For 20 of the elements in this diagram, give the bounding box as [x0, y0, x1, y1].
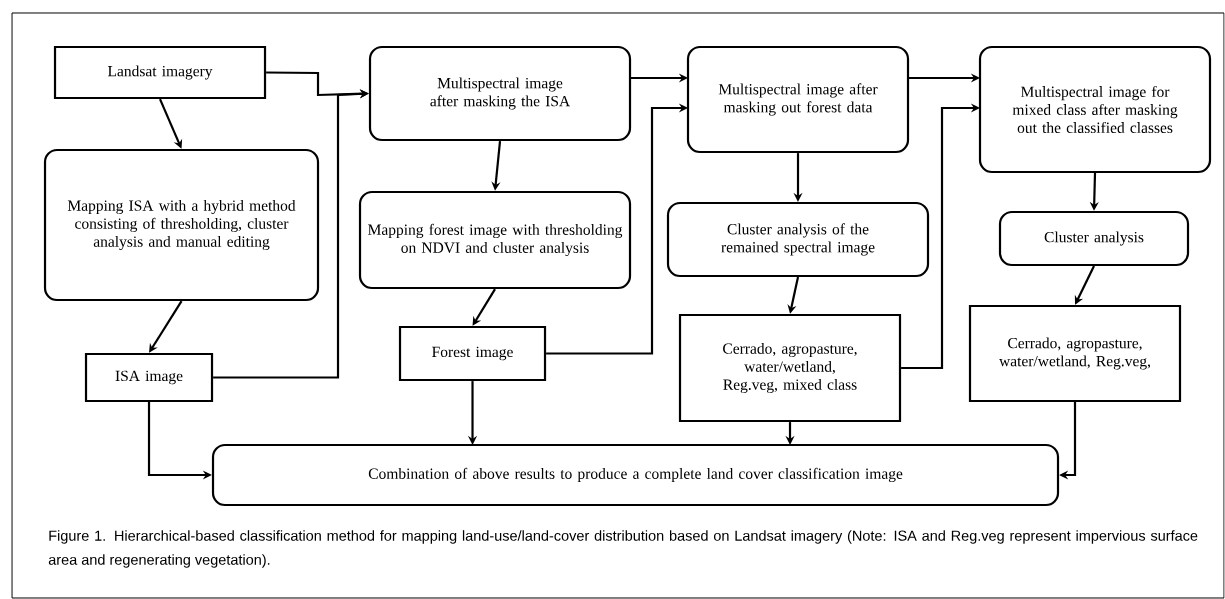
rounded-box: Multispectral image after masking the ISA [368, 45, 632, 142]
rounded-box: Multispectral image for mixed class after masking out the classified classes [978, 45, 1212, 174]
process-box: Landsat imagery [53, 45, 267, 100]
rounded-box: Combination of above results to produce a complete land cover classification image [211, 443, 1060, 507]
caption: Figure 1. Hierarchical-based classification method for mapping land-use/land-cover distribution based on Landsat imagery (Note: ISA and Reg.veg represent impervious surface area and regenerating vegetation). [48, 530, 1198, 568]
process-box: Forest image [398, 325, 547, 382]
arrow [149, 300, 183, 353]
rounded-box: Multispectral image after masking out forest data [686, 45, 910, 154]
arrow [472, 288, 496, 326]
rounded-box: Cluster analysis of the remained spectral image [666, 201, 930, 278]
arrow [546, 103, 688, 355]
arrow [901, 103, 980, 370]
arrow [1074, 265, 1095, 305]
rounded-box: Mapping forest image with thresholding on NDVI and cluster analysis [358, 190, 632, 290]
rounded-box: Mapping ISA with a hybrid method consisting of thresholding, cluster analysis and manual editing [43, 148, 320, 302]
rounded-box: Cluster analysis [998, 210, 1190, 267]
process-box: Cerrado, agropasture, water/wetland, Reg.veg, mixed class [678, 313, 902, 423]
arrow [159, 98, 183, 149]
process-box: Cerrado, agropasture, water/wetland, Reg.veg, [968, 304, 1182, 403]
process-box: ISA image [84, 352, 214, 403]
